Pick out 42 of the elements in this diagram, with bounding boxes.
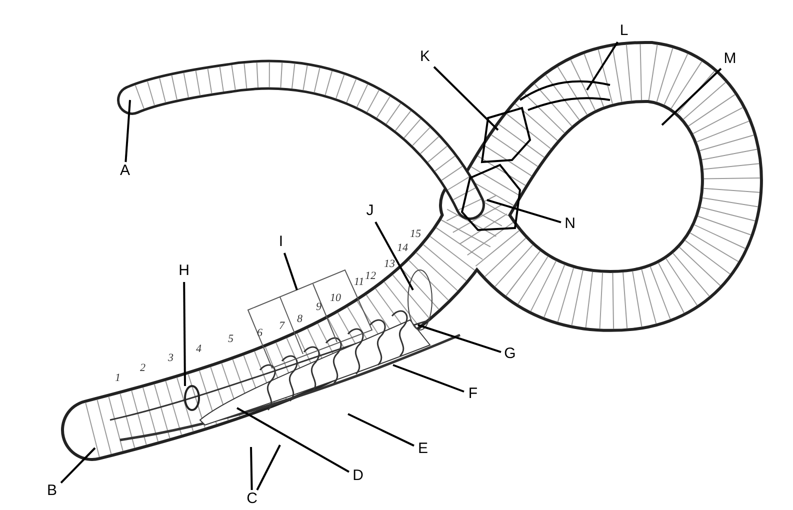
leader-line <box>374 222 414 290</box>
segment-number: 12 <box>365 270 376 282</box>
segment-number: 13 <box>384 258 395 270</box>
callout-letter: I <box>272 233 290 253</box>
leader-line <box>433 66 499 131</box>
callout-letter: C <box>243 490 261 510</box>
callout-letter: F <box>464 385 482 405</box>
callout-letter: H <box>175 262 193 282</box>
segment-number: 8 <box>297 313 302 325</box>
segment-number: 9 <box>316 301 322 313</box>
segment-number: 4 <box>196 343 202 355</box>
leader-line <box>183 282 186 386</box>
callout-letter: D <box>349 467 367 487</box>
segment-number: 11 <box>354 276 364 288</box>
leader-line <box>60 447 96 484</box>
callout-letter: E <box>414 440 432 460</box>
segment-number: 6 <box>257 327 262 339</box>
segment-number: 7 <box>279 320 284 332</box>
callout-letter: G <box>501 345 519 365</box>
leader-line <box>392 364 464 393</box>
leader-line <box>250 446 253 490</box>
callout-letter: M <box>721 50 739 70</box>
leader-line <box>418 324 502 354</box>
leader-line <box>236 407 350 473</box>
leader-line <box>124 100 131 162</box>
segment-number: 2 <box>140 362 146 374</box>
leader-line <box>256 444 281 490</box>
callout-letter: A <box>116 162 134 182</box>
segment-number: 10 <box>330 292 341 304</box>
callout-letter: K <box>416 48 434 68</box>
leader-line <box>486 199 562 224</box>
callout-letter: J <box>361 202 379 222</box>
segment-number: 14 <box>397 242 408 254</box>
leader-line <box>283 252 298 290</box>
segment-number: 15 <box>410 228 421 240</box>
segment-number: 3 <box>168 352 174 364</box>
leader-line <box>348 413 414 447</box>
callout-letter: B <box>43 482 61 502</box>
callout-letter: N <box>561 215 579 235</box>
callout-letter: L <box>615 22 633 42</box>
segment-number: 1 <box>115 372 120 384</box>
segment-number: 5 <box>228 333 234 345</box>
